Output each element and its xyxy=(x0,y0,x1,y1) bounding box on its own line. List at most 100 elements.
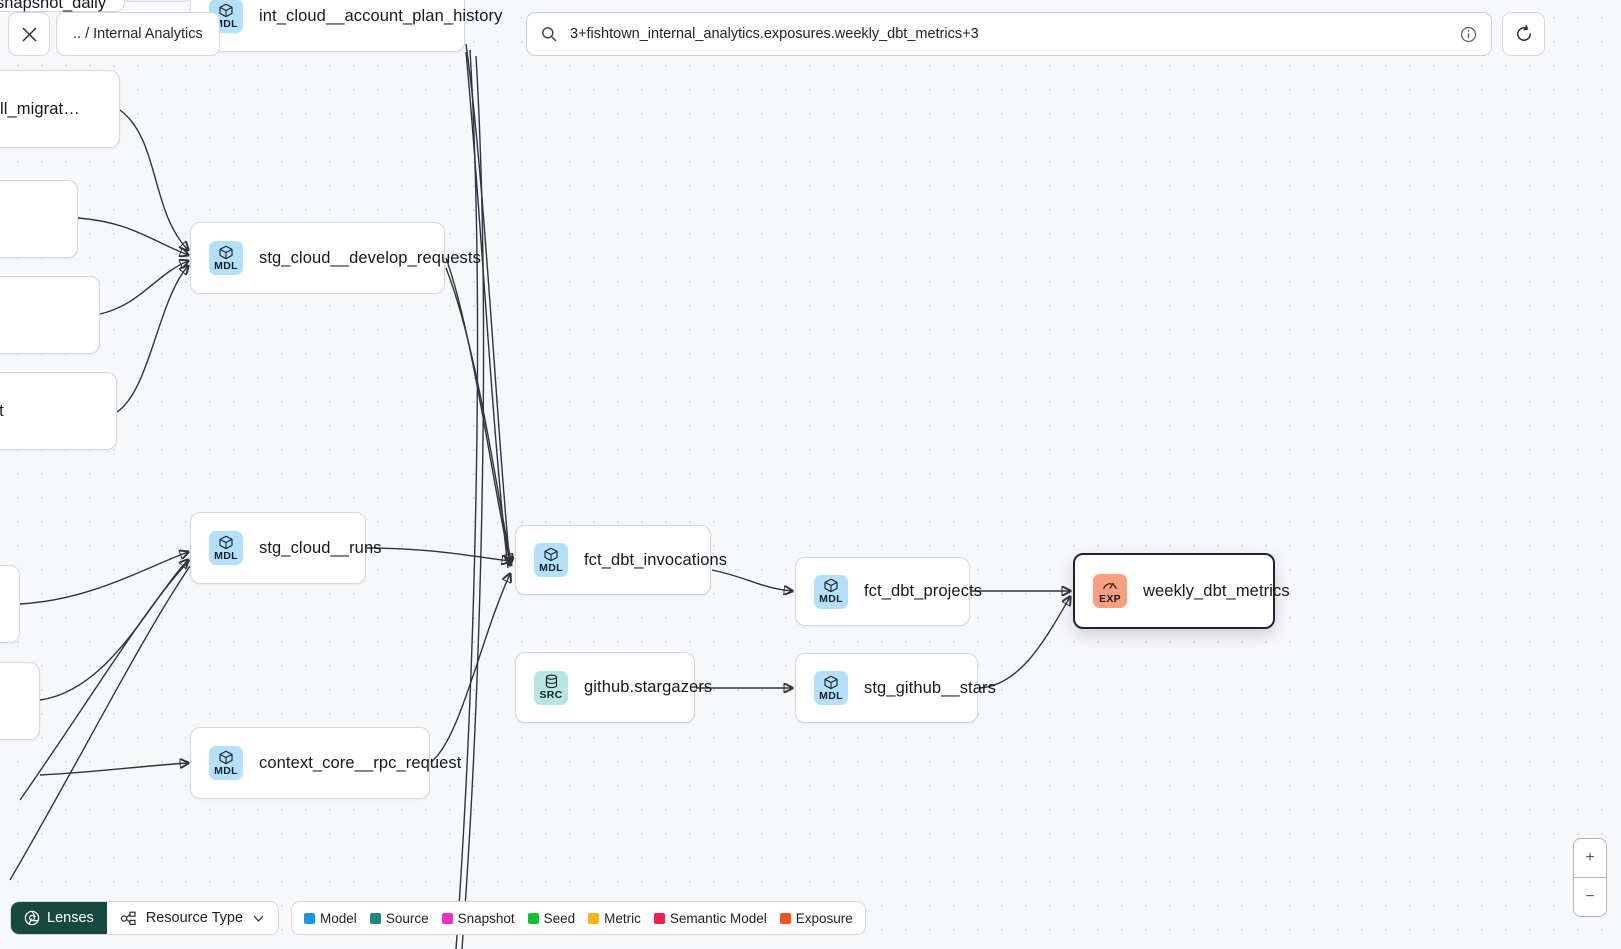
node-label: stg_cloud__develop_requests xyxy=(259,248,481,267)
node-label: stg_github__stars xyxy=(864,678,996,697)
zoom-divider xyxy=(1574,877,1606,878)
legend-swatch xyxy=(441,912,453,924)
legend-swatch xyxy=(588,912,600,924)
refresh-button[interactable] xyxy=(1502,12,1545,56)
graph-node[interactable]: MDL context_core__rpc_request xyxy=(190,727,461,799)
node-label: multicell_migrat… xyxy=(0,99,80,118)
mdl-icon xyxy=(218,535,234,550)
bottom-toolbar[interactable]: Lenses Resource Type Model Source Snapshot… xyxy=(10,901,866,935)
node-label: github.stargazers xyxy=(584,678,713,696)
legend-swatch xyxy=(779,912,791,924)
graph-node[interactable]: MDL stg_cloud__runs xyxy=(190,512,381,584)
lenses-button[interactable]: Lenses xyxy=(11,902,107,934)
mdl-icon xyxy=(823,578,839,593)
src-badge: SRC xyxy=(534,670,568,705)
legend-label: Snapshot xyxy=(457,910,515,926)
mdl-icon xyxy=(543,547,559,562)
badge-text: MDL xyxy=(214,17,238,30)
graph-node[interactable]: EXP weekly_dbt_metrics xyxy=(1073,553,1290,629)
resource-type-legend[interactable]: Model Source Snapshot Seed Metric Semantic Mo… xyxy=(291,901,866,935)
badge-text: MDL xyxy=(539,561,563,574)
graph-node[interactable]: p_request xyxy=(0,180,78,258)
legend-item[interactable]: Model xyxy=(304,911,357,926)
legend-item[interactable]: Source xyxy=(369,911,429,926)
lenses-label: Lenses xyxy=(47,910,94,926)
legend-swatch xyxy=(304,912,316,924)
resource-type-dropdown[interactable]: Resource Type xyxy=(106,902,279,934)
graph-node[interactable]: velop_request xyxy=(0,276,100,354)
badge-text: MDL xyxy=(214,549,238,562)
legend-label: Seed xyxy=(543,910,576,926)
legend-label: Model xyxy=(320,910,357,926)
src-icon xyxy=(544,674,559,689)
breadcrumb[interactable]: .. / Internal Analytics xyxy=(56,12,220,56)
breadcrumb-label: .. / Internal Analytics xyxy=(73,26,203,42)
graph-node[interactable]: n xyxy=(0,565,20,643)
graph-node[interactable]: MDL stg_cloud__develop_requests xyxy=(190,222,481,294)
mdl-icon xyxy=(218,3,234,18)
legend-item[interactable]: Snapshot xyxy=(441,910,515,926)
mdl-icon xyxy=(218,245,234,260)
zoom-controls[interactable]: + − xyxy=(1573,838,1607,917)
node-label: weekly_dbt_metrics xyxy=(1143,581,1290,600)
node-label: context_core__rpc_request xyxy=(259,753,462,772)
legend-item[interactable]: Semantic Model xyxy=(653,910,767,926)
hierarchy-icon xyxy=(120,911,136,925)
badge-text: EXP xyxy=(1099,592,1121,605)
graph-node[interactable]: SRC github.stargazers xyxy=(515,652,712,723)
graph-node[interactable]: multicell_migrat… xyxy=(0,70,120,148)
zoom-in-button[interactable]: + xyxy=(1585,849,1595,866)
exp-icon xyxy=(1102,578,1118,593)
search-bar[interactable] xyxy=(526,12,1492,56)
legend-item[interactable]: Metric xyxy=(588,911,641,926)
aperture-icon xyxy=(24,910,40,926)
badge-text: SRC xyxy=(539,689,563,701)
refresh-icon xyxy=(1516,24,1531,41)
mdl-badge: MDL xyxy=(209,241,243,275)
mdl-badge: MDL xyxy=(209,531,243,565)
graph-node[interactable]: MDL stg_github__stars xyxy=(795,653,996,723)
badge-text: MDL xyxy=(214,764,238,777)
node-label: _develop_request xyxy=(0,401,4,420)
legend-item[interactable]: Seed xyxy=(527,910,576,926)
graph-node[interactable]: _develop_request xyxy=(0,372,117,450)
graph-node[interactable]: MDL fct_dbt_projects xyxy=(795,557,982,626)
chevron-down-icon xyxy=(253,915,264,922)
close-icon xyxy=(21,26,37,42)
node-label: fct_dbt_projects xyxy=(864,582,983,600)
legend-item[interactable]: Exposure xyxy=(779,910,853,926)
clipped-node-label-text: snapshot_daily xyxy=(0,0,107,12)
search-icon xyxy=(542,27,557,42)
mdl-badge: MDL xyxy=(209,746,243,780)
badge-text: MDL xyxy=(819,593,843,605)
exp-badge: EXP xyxy=(1093,574,1127,608)
resource-type-label: Resource Type xyxy=(145,910,244,926)
mdl-badge: MDL xyxy=(534,543,568,577)
node-label: fct_dbt_invocations xyxy=(584,550,728,569)
zoom-out-button[interactable]: − xyxy=(1585,888,1595,905)
clipped-node-card-2[interactable] xyxy=(122,0,192,2)
legend-swatch xyxy=(653,912,665,924)
legend-label: Exposure xyxy=(795,910,853,926)
legend-swatch xyxy=(527,912,539,924)
badge-text: MDL xyxy=(214,259,238,272)
node-label: int_cloud__account_plan_history xyxy=(259,6,503,25)
mdl-badge: MDL xyxy=(814,671,848,705)
node-label: stg_cloud__runs xyxy=(259,538,382,557)
graph-node[interactable]: _run xyxy=(0,662,40,740)
graph-node[interactable]: MDL int_cloud__account_plan_history xyxy=(190,0,502,52)
mdl-icon xyxy=(218,750,234,765)
lenses-group[interactable]: Lenses Resource Type xyxy=(10,901,280,935)
mdl-badge: MDL xyxy=(814,574,848,609)
badge-text: MDL xyxy=(819,689,843,702)
legend-label: Semantic Model xyxy=(669,910,767,926)
legend-swatch xyxy=(369,912,381,924)
legend-label: Metric xyxy=(604,910,641,926)
mdl-icon xyxy=(823,675,839,690)
close-button[interactable] xyxy=(8,12,50,56)
search-input[interactable] xyxy=(568,25,1449,43)
graph-node[interactable]: MDL fct_dbt_invocations xyxy=(515,525,727,595)
info-icon[interactable] xyxy=(1460,26,1477,43)
